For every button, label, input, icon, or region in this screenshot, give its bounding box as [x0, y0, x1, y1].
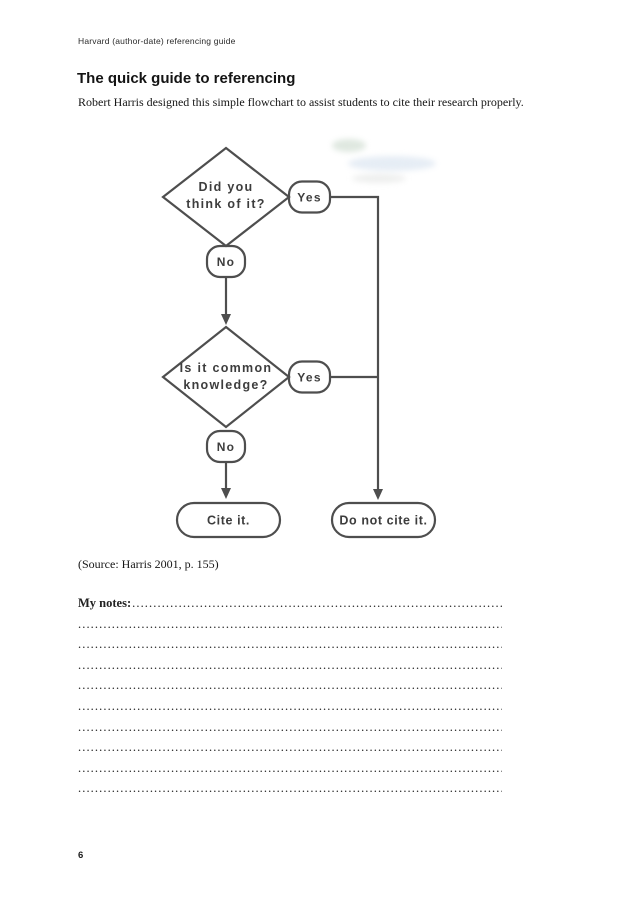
notes-label: My notes: [78, 596, 132, 610]
decision2-label-line2: knowledge? [183, 378, 268, 392]
note-dotted-line: ........................................… [78, 717, 502, 738]
arrowhead-down-icon [221, 314, 231, 325]
dotted-fill: ........................................… [78, 616, 502, 631]
page-title: The quick guide to referencing [77, 70, 296, 87]
dotted-fill: ........................................… [78, 657, 502, 672]
note-dotted-line: ........................................… [78, 778, 502, 799]
decision1-label-line1: Did you [199, 180, 254, 194]
source-citation: (Source: Harris 2001, p. 155) [78, 557, 219, 571]
do-not-cite-it-label: Do not cite it. [339, 514, 427, 528]
notes-lines: My notes:...............................… [78, 593, 502, 799]
note-dotted-line: ........................................… [78, 675, 502, 696]
dotted-fill: ........................................… [78, 719, 502, 734]
referencing-flowchart: Did you think of it? Yes No Is it common… [140, 135, 450, 545]
note-dotted-line: ........................................… [78, 696, 502, 717]
node-no-2 [205, 429, 247, 464]
terminal-cite-it [175, 501, 282, 539]
node-yes-1 [287, 180, 332, 214]
dotted-fill: ........................................… [78, 678, 502, 693]
flowchart-svg: Did you think of it? Yes No Is it common… [161, 146, 437, 539]
cite-it-label: Cite it. [207, 514, 250, 528]
decision1-label-line2: think of it? [186, 197, 265, 211]
node-yes-2 [287, 360, 332, 394]
connector-yes1-to-do-not-cite [330, 195, 380, 490]
note-dotted-line: ........................................… [78, 655, 502, 676]
decision-is-it-common-knowledge [161, 325, 291, 429]
note-dotted-line: ........................................… [78, 758, 502, 779]
note-dotted-line: ........................................… [78, 634, 502, 655]
no1-label: No [217, 255, 236, 269]
no2-label: No [217, 440, 236, 454]
yes1-label: Yes [297, 191, 322, 205]
note-dotted-line: My notes:...............................… [78, 593, 502, 614]
terminal-do-not-cite-it [330, 501, 437, 539]
page-number: 6 [78, 850, 84, 861]
arrowhead-down-icon [221, 488, 231, 499]
yes2-label: Yes [297, 371, 322, 385]
page-header: Harvard (author-date) referencing guide [78, 36, 236, 46]
dotted-fill: ........................................… [78, 698, 502, 713]
dotted-fill: ........................................… [78, 781, 502, 796]
intro-text: Robert Harris designed this simple flowc… [78, 95, 524, 109]
dotted-fill: ........................................… [78, 637, 502, 652]
dotted-fill: ........................................… [78, 760, 502, 775]
dotted-fill: ........................................… [132, 596, 502, 610]
node-no-1 [205, 244, 247, 279]
decision2-label-line1: Is it common [180, 361, 273, 375]
note-dotted-line: ........................................… [78, 737, 502, 758]
note-dotted-line: ........................................… [78, 614, 502, 635]
arrowhead-down-icon [373, 489, 383, 500]
notes-section: My notes:...............................… [78, 593, 502, 799]
dotted-fill: ........................................… [78, 740, 502, 755]
